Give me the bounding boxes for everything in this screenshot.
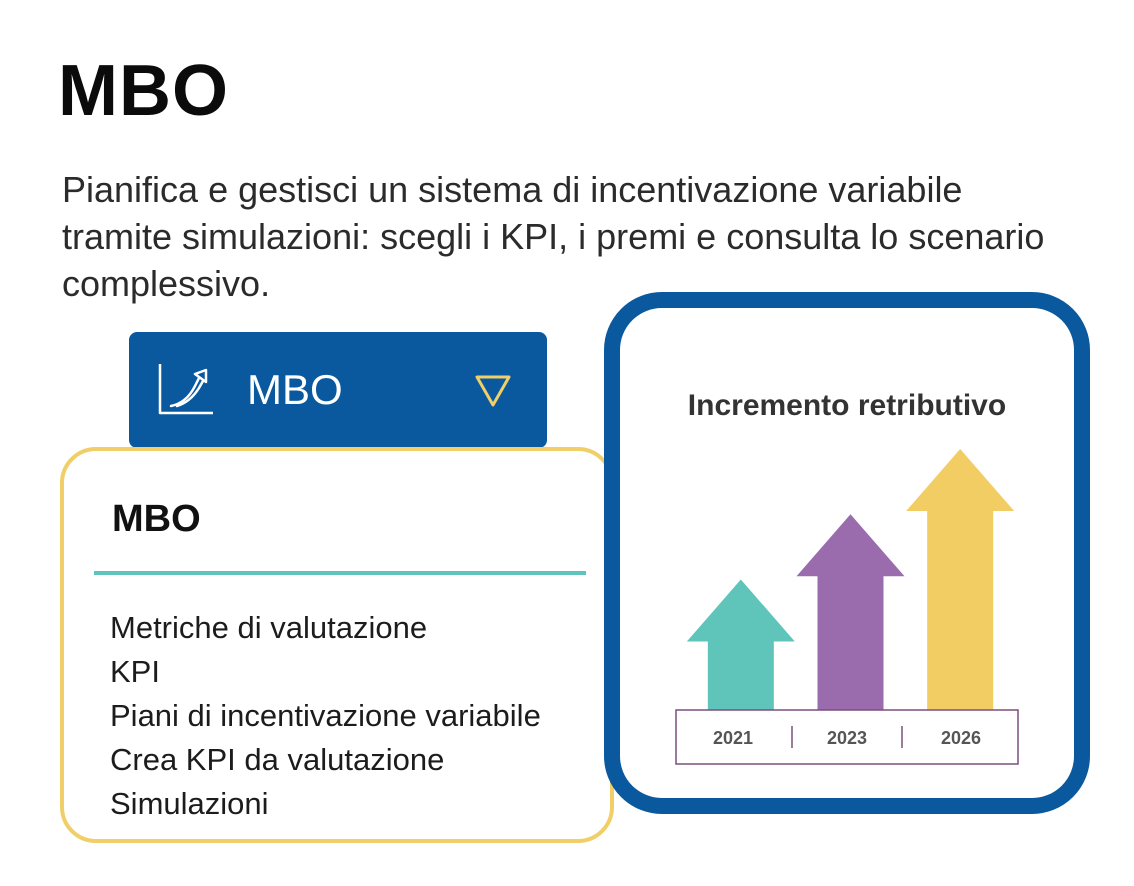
triangle-down-icon[interactable] [474,374,512,408]
bar-arrow-2026 [906,449,1015,710]
menu-title: MBO [112,498,201,540]
mbo-dropdown-button[interactable]: MBO [129,332,547,448]
page-title: MBO [58,51,229,131]
menu-list: Metriche di valutazione KPI Piani di inc… [110,606,541,826]
menu-item-kpi[interactable]: KPI [110,654,160,689]
salary-increase-chart: 2021 2023 2026 [675,449,1019,765]
menu-item-piani-di-incentivazione-variabile[interactable]: Piani di incentivazione variabile [110,698,541,733]
x-axis-box [675,709,1019,765]
growth-chart-icon [158,364,213,415]
mbo-menu-panel: MBO Metriche di valutazione KPI Piani di… [60,447,614,843]
page-description: Pianifica e gestisci un sistema di incen… [62,169,1045,304]
x-tick-label-2026: 2026 [941,728,981,748]
salary-increase-chart-card: Incremento retributivo 2021 2023 2026 [604,292,1090,814]
menu-divider [94,571,586,575]
menu-item-simulazioni[interactable]: Simulazioni [110,786,269,821]
bar-arrow-2021 [686,579,795,710]
bar-arrow-2023 [796,514,905,710]
chart-title: Incremento retributivo [687,389,1007,422]
menu-item-metriche-di-valutazione[interactable]: Metriche di valutazione [110,610,428,645]
menu-item-crea-kpi-da-valutazione[interactable]: Crea KPI da valutazione [110,742,445,777]
x-tick-label-2021: 2021 [713,728,753,748]
dropdown-label: MBO [247,366,343,413]
x-tick-label-2023: 2023 [827,728,867,748]
